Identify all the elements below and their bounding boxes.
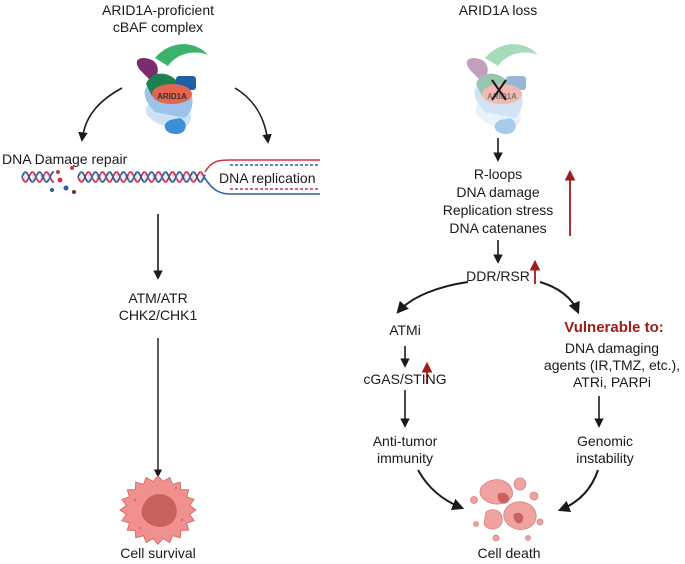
arrow-to-replication: [234, 87, 272, 144]
cgas-sting-label: cGAS/STING: [363, 371, 447, 387]
vulnerable-heading: Vulnerable to:: [564, 319, 664, 336]
arrow-immunity-to-death: [417, 469, 465, 511]
arrow-to-repair: [78, 87, 123, 142]
dna-replication-label: DNA replication: [219, 170, 316, 186]
cell-survival-label: Cell survival: [120, 545, 196, 561]
dna-helix: [21, 159, 320, 195]
instability-line2: instability: [576, 450, 634, 466]
kinases-line1: ATM/ATR: [128, 290, 188, 306]
arid1a-label-left: ARID1A: [157, 92, 187, 101]
arrow-instability-to-death: [557, 469, 599, 513]
right-title: ARID1A loss: [458, 2, 538, 18]
atmi-label: ATMi: [389, 322, 421, 338]
stress-line-2: DNA damage: [456, 184, 540, 200]
instability-line1: Genomic: [576, 433, 634, 449]
ddr-rsr-label: DDR/RSR: [466, 268, 530, 284]
cell-death-icon: [470, 477, 544, 542]
cell-survival-icon: [119, 475, 197, 545]
agents-line-2: agents (IR,TMZ, etc.),: [543, 357, 681, 373]
arrow-to-atmi: [396, 281, 469, 314]
immunity-line1: Anti-tumor: [372, 433, 438, 449]
cbaf-complex-right: [466, 44, 538, 135]
agents-line-1: DNA damaging: [564, 340, 660, 356]
arrow-to-vulnerable: [539, 281, 580, 315]
stress-line-3: Replication stress: [442, 202, 554, 218]
loss-x-icon: [491, 79, 507, 101]
stress-line-1: R-loops: [473, 166, 523, 182]
left-title-line1: ARID1A-proficient: [101, 2, 215, 18]
arid1a-label-right: ARID1A: [487, 92, 517, 101]
agents-line-3: ATRi, PARPi: [572, 374, 652, 390]
cbaf-complex-left: [136, 44, 208, 135]
left-title-line2: cBAF complex: [112, 19, 204, 35]
stress-line-4: DNA catenanes: [449, 220, 547, 236]
dna-repair-label: DNA Damage repair: [2, 151, 128, 167]
immunity-line2: immunity: [376, 450, 434, 466]
kinases-line2: CHK2/CHK1: [118, 307, 198, 323]
cell-death-label: Cell death: [477, 545, 541, 561]
